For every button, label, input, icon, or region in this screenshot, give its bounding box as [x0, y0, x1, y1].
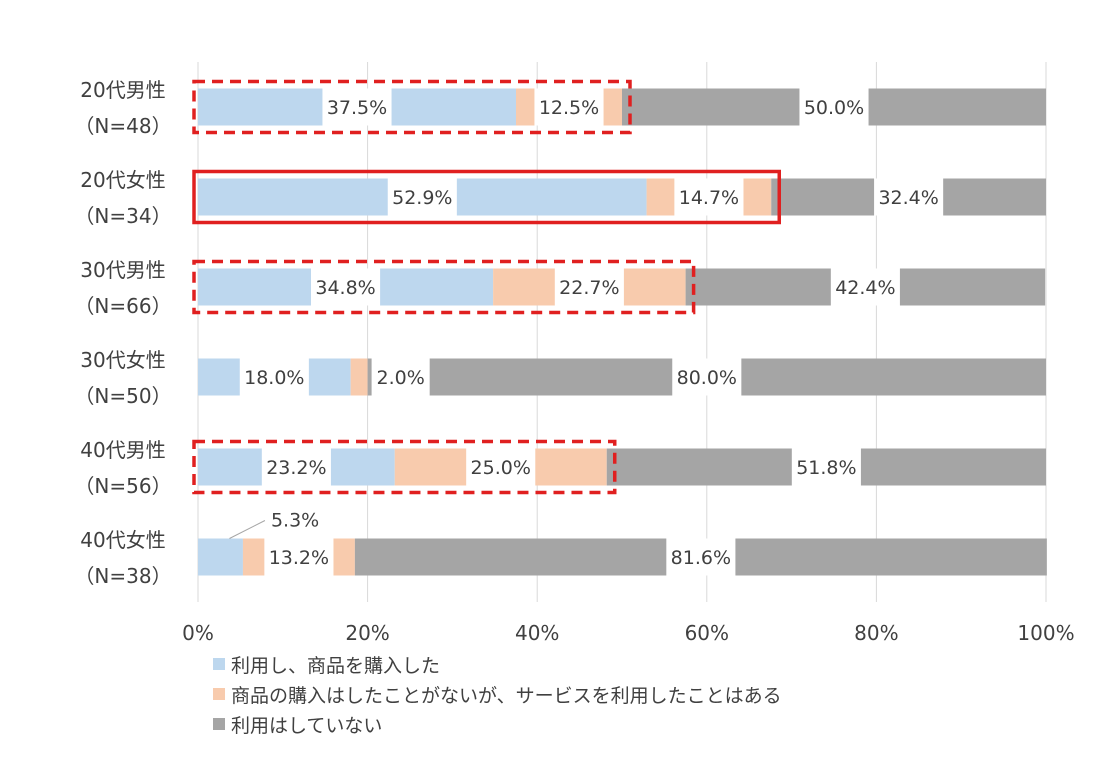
category-label: 20代男性 — [80, 78, 165, 102]
category-sample-size: （N=56） — [74, 474, 171, 498]
legend-item-not-used: 利用はしていない — [213, 710, 782, 738]
data-label: 34.8% — [315, 277, 375, 299]
data-label-background — [322, 88, 392, 126]
data-label: 12.5% — [539, 97, 599, 119]
highlight-box-dashed — [192, 79, 632, 135]
data-label-background — [387, 178, 457, 216]
category-label: 20代女性 — [80, 168, 165, 192]
x-tick-label: 100% — [1017, 621, 1074, 645]
data-label-background — [799, 88, 869, 126]
legend-item-purchased: 利用し、商品を購入した — [213, 650, 782, 678]
legend-swatch-purchased — [213, 658, 225, 670]
data-label-background — [672, 358, 742, 396]
x-tick-label: 20% — [345, 621, 389, 645]
data-label-background — [264, 538, 334, 576]
highlight-box-solid — [192, 169, 781, 225]
legend-label-purchased: 利用し、商品を購入した — [231, 654, 441, 677]
legend-swatch-used-not-purchased — [213, 688, 225, 700]
category-sample-size: （N=34） — [74, 204, 171, 228]
data-label: 52.9% — [392, 187, 452, 209]
data-label: 13.2% — [269, 547, 329, 569]
data-label: 42.4% — [835, 277, 895, 299]
data-label: 5.3% — [271, 510, 319, 532]
data-label: 32.4% — [878, 187, 938, 209]
category-sample-size: （N=48） — [74, 114, 171, 138]
legend: 利用し、商品を購入した 商品の購入はしたことがないが、サービスを利用したことはあ… — [213, 650, 782, 740]
x-tick-label: 0% — [182, 621, 214, 645]
data-label: 22.7% — [559, 277, 619, 299]
data-label-leader — [229, 520, 266, 539]
highlight-box-dashed — [192, 259, 696, 315]
data-label-background — [261, 448, 331, 486]
data-label-background — [791, 448, 861, 486]
data-label-background — [534, 88, 604, 126]
category-label: 30代男性 — [80, 258, 165, 282]
category-label: 40代男性 — [80, 438, 165, 462]
data-label: 37.5% — [327, 97, 387, 119]
data-label-background — [466, 448, 536, 486]
x-tick-label: 80% — [854, 621, 898, 645]
x-tick-label: 40% — [515, 621, 559, 645]
bar-segment — [198, 538, 243, 576]
category-label: 40代女性 — [80, 528, 165, 552]
category-label: 30代女性 — [80, 348, 165, 372]
legend-label-used-not-purchased: 商品の購入はしたことがないが、サービスを利用したことはある — [231, 684, 782, 707]
data-label: 18.0% — [244, 367, 304, 389]
data-label-background — [674, 178, 744, 216]
data-label: 51.8% — [796, 457, 856, 479]
legend-swatch-not-used — [213, 718, 225, 730]
data-label: 14.7% — [679, 187, 739, 209]
data-label-background — [311, 268, 381, 306]
data-label-background — [830, 268, 900, 306]
category-sample-size: （N=38） — [74, 564, 171, 588]
bar-segment — [350, 358, 368, 396]
x-tick-label: 60% — [685, 621, 729, 645]
data-label: 80.0% — [677, 367, 737, 389]
data-label-background — [554, 268, 624, 306]
category-sample-size: （N=66） — [74, 294, 171, 318]
data-label: 23.2% — [266, 457, 326, 479]
data-label: 25.0% — [471, 457, 531, 479]
data-label-background — [239, 358, 309, 396]
data-label: 2.0% — [376, 367, 424, 389]
data-label: 50.0% — [804, 97, 864, 119]
category-sample-size: （N=50） — [74, 384, 171, 408]
data-label-background — [666, 538, 736, 576]
data-label: 81.6% — [671, 547, 731, 569]
data-label-background — [371, 358, 430, 396]
legend-item-used-not-purchased: 商品の購入はしたことがないが、サービスを利用したことはある — [213, 680, 782, 708]
legend-label-not-used: 利用はしていない — [231, 714, 383, 737]
stacked-bar-chart: 37.5% 12.5% 50.0% 52.9% 14.7% 32.4% 34.8% 22.7%… — [74, 62, 1075, 645]
data-label-background — [874, 178, 944, 216]
